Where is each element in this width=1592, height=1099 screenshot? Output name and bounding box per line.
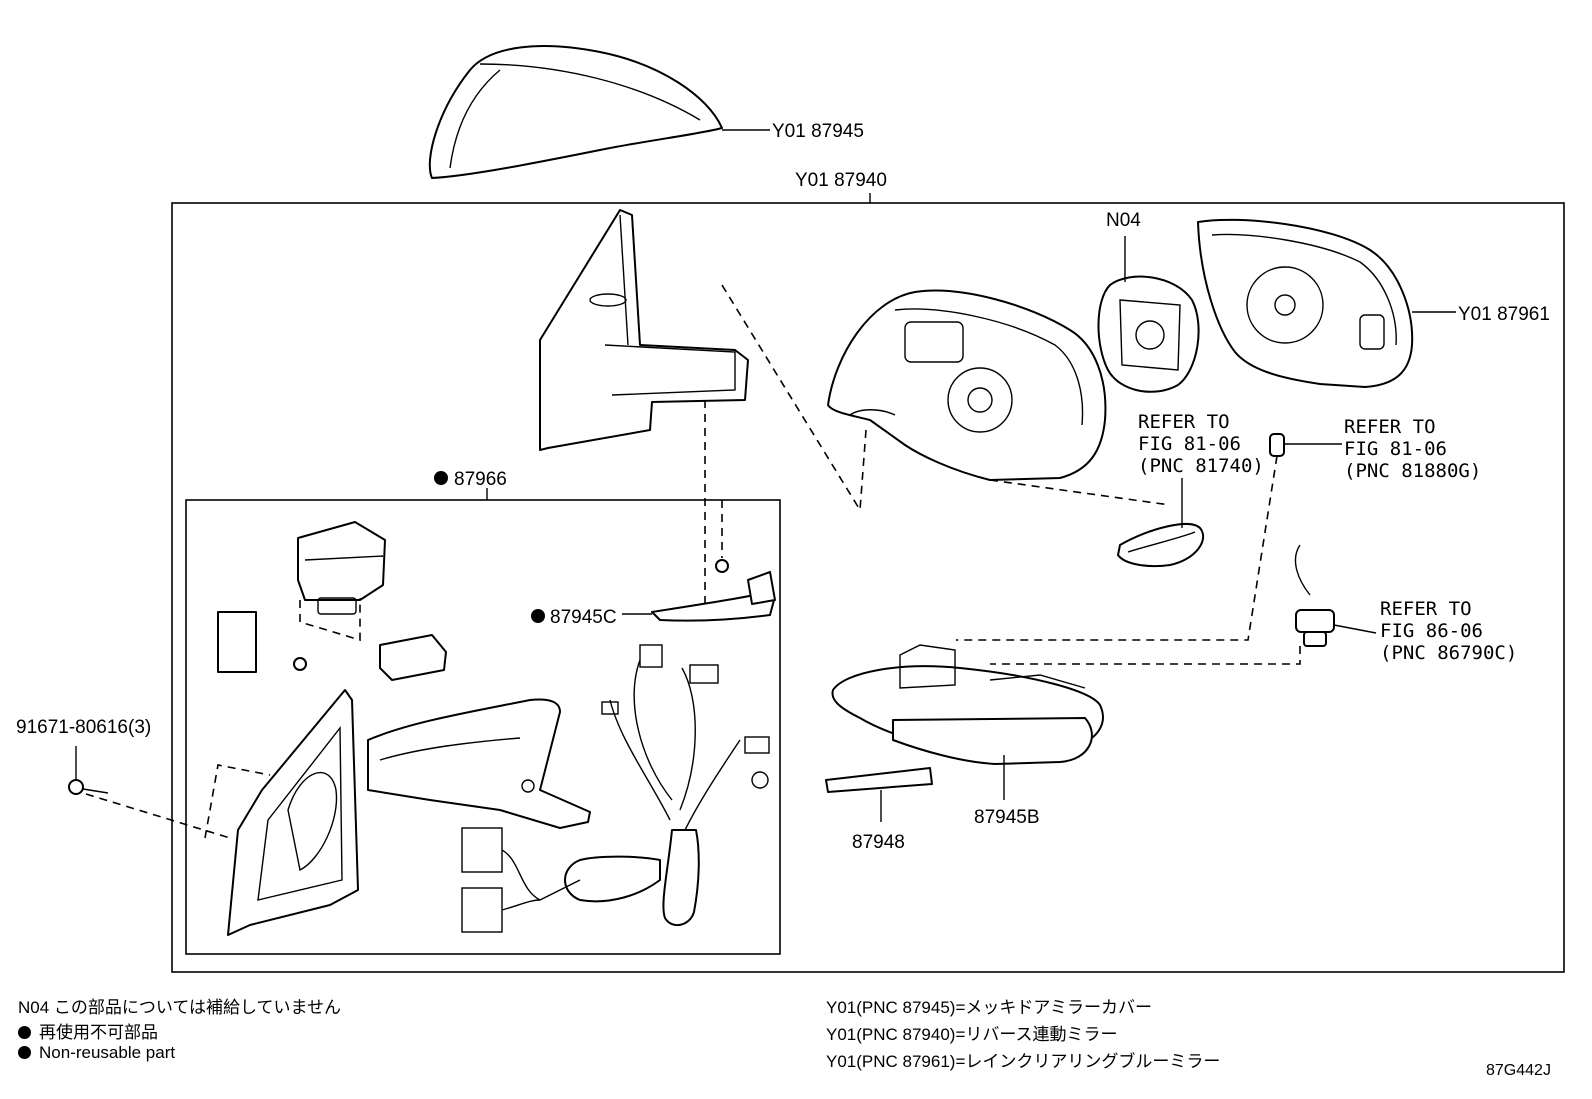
- label-n04: N04: [1106, 210, 1141, 231]
- note-y01-87945: Y01(PNC 87945)=メッキドアミラーカバー: [826, 998, 1153, 1017]
- nonreusable-dot-icon: [18, 1046, 31, 1059]
- label-refer-3-line1: REFER TO: [1380, 598, 1472, 620]
- label-refer-2-line3: (PNC 81880G): [1344, 460, 1481, 482]
- label-refer-1-line3: (PNC 81740): [1138, 455, 1264, 477]
- bulb-illustration: [1269, 433, 1285, 457]
- label-pad-illustration: [217, 611, 257, 673]
- label-refer-3-line2: FIG 86-06: [1380, 620, 1483, 642]
- note-y01-87940: Y01(PNC 87940)=リバース連動ミラー: [826, 1025, 1118, 1044]
- label-87948: 87948: [852, 832, 905, 853]
- lamp-socket-illustration: [1294, 544, 1335, 647]
- label-sub-assy: 87966: [454, 469, 507, 490]
- label-refer-2-line1: REFER TO: [1344, 416, 1436, 438]
- mirror-glass-illustration: [1197, 218, 1414, 388]
- assembly-frame-87940: [171, 202, 1565, 973]
- note-nonreusable-en-text: Non-reusable part: [39, 1043, 176, 1062]
- motor-unit-illustration: [297, 521, 386, 615]
- connector-block-illustration: [379, 634, 447, 681]
- mirror-housing-illustration: [827, 289, 1107, 481]
- turn-signal-lens-illustration: [1117, 523, 1205, 568]
- mirror-base-illustration: [539, 209, 749, 451]
- label-refer-2-line2: FIG 81-06: [1344, 438, 1447, 460]
- subassembly-frame-87966: [185, 499, 781, 955]
- note-nonreusable-jp-text: 再使用不可部品: [39, 1023, 158, 1042]
- figure-code: 87G442J: [1486, 1062, 1551, 1079]
- note-nonreusable-jp: 再使用不可部品: [18, 1018, 158, 1043]
- label-screw: 91671-80616(3): [16, 717, 151, 738]
- label-mirror-glass: Y01 87961: [1458, 304, 1550, 325]
- nonreusable-dot-icon: [18, 1026, 31, 1039]
- wire-harness-illustration: [461, 644, 770, 933]
- note-y01-87961: Y01(PNC 87961)=レインクリアリングブルーミラー: [826, 1052, 1221, 1071]
- label-refer-1-line1: REFER TO: [1138, 411, 1230, 433]
- lower-cover-illustration: [831, 644, 1104, 765]
- label-chrome-cover: Y01 87945: [772, 121, 864, 142]
- mirror-actuator-illustration: [1097, 275, 1200, 393]
- note-n04: N04 この部品については補給していません: [18, 998, 342, 1017]
- chrome-mirror-cover-illustration: [428, 45, 723, 179]
- label-refer-1-line2: FIG 81-06: [1138, 433, 1241, 455]
- nonreusable-dot-87945c: [531, 609, 545, 623]
- nonreusable-dot-87966: [434, 471, 448, 485]
- label-lower-cover: 87945B: [974, 807, 1040, 828]
- arm-bracket-illustration: [367, 698, 591, 829]
- mounting-plate-illustration: [227, 689, 359, 936]
- label-cover-c: 87945C: [550, 607, 617, 628]
- label-refer-3-line3: (PNC 86790C): [1380, 642, 1517, 664]
- part-87945c-illustration: [651, 571, 776, 622]
- note-nonreusable-en: Non-reusable part: [18, 1043, 175, 1063]
- label-mirror-assy: Y01 87940: [795, 170, 887, 191]
- part-87948-illustration: [825, 767, 933, 793]
